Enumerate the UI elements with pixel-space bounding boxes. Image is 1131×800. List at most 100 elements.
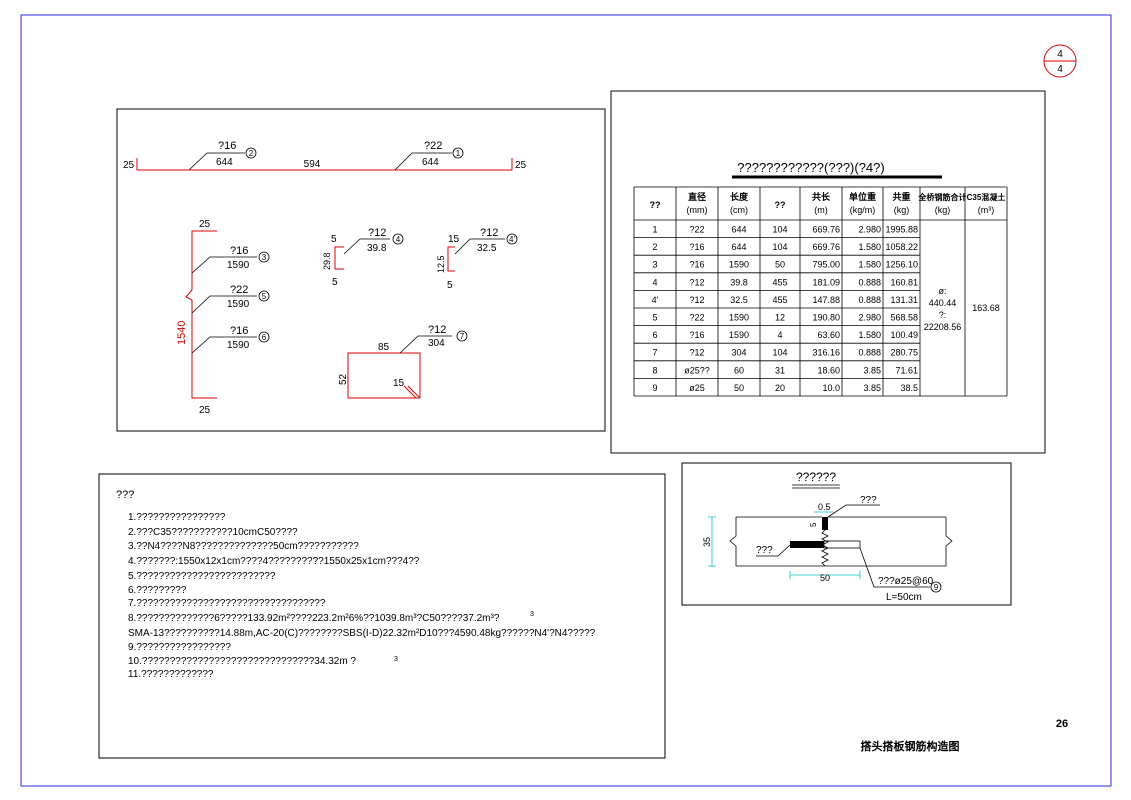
- bar-mark-number: 4: [396, 235, 401, 244]
- table-cell: 669.76: [812, 242, 840, 252]
- notes-superscript: 3: [530, 611, 534, 618]
- bar-height: 1540: [176, 321, 188, 345]
- hook-side-length: 29.8: [322, 252, 332, 270]
- table-cell: 104: [772, 242, 787, 252]
- table-cell: 0.888: [858, 295, 881, 305]
- notes-list: 1.????????????????2.???C35???????????10c…: [128, 512, 596, 680]
- table-cell: 32.5: [730, 295, 748, 305]
- bar-tag-length: 304: [428, 338, 445, 349]
- dim-width: 50: [820, 573, 830, 583]
- table-cell: 1590: [729, 260, 749, 270]
- table-cell: 10.0: [822, 383, 840, 393]
- joint-detail-panel: ?????? 35 50 0.5 5 ??? ??? ???ø25@60: [681, 462, 1012, 606]
- table-cell: 104: [772, 348, 787, 358]
- bar-tag-length: 32.5: [477, 243, 497, 254]
- bar-mark-number: 2: [249, 149, 254, 158]
- notes-item: 10.???????????????????????????????34.32m…: [128, 656, 356, 667]
- stirrup-width: 85: [378, 342, 390, 353]
- quantity-table-panel: ????????????(???)(?4?) ??直径(mm)长度(cm)??共…: [610, 90, 1046, 454]
- table-cell: 190.80: [812, 313, 840, 323]
- table-cell: 5: [652, 313, 657, 323]
- table-cell: 0.888: [858, 348, 881, 358]
- table-cell: 63.60: [817, 330, 840, 340]
- bar-tag-type: ?16: [218, 140, 236, 152]
- table-cell: 644: [731, 242, 746, 252]
- bar-mid-length: 594: [304, 159, 321, 170]
- hook-bottom-length: 5: [332, 277, 338, 288]
- bar-mark-circle: [258, 290, 270, 302]
- table-header-cell: 单位重: [849, 191, 876, 202]
- quantity-table: ??直径(mm)长度(cm)??共长(m)单位重(kg/m)共重(kg)全桥钢筋…: [633, 186, 1008, 397]
- table-cell: 455: [772, 295, 787, 305]
- notes-heading: ???: [116, 489, 134, 501]
- table-cell: ?22: [689, 225, 704, 235]
- table-total-cell: 22208.56: [924, 322, 962, 332]
- bar-mark-circle: [452, 147, 464, 159]
- table-cell: 181.09: [812, 277, 840, 287]
- bar-tag-length: 1590: [227, 299, 250, 310]
- bar-tag-type: ?22: [230, 284, 248, 296]
- table-cell: 160.81: [890, 277, 918, 287]
- rebar-hook-b: 15 12.5 5 ?12 32.5 4': [436, 227, 518, 291]
- bar-tag-length: 644: [422, 157, 439, 168]
- table-title: ????????????(???)(?4?): [737, 160, 884, 175]
- table-cell: 2.980: [858, 313, 881, 323]
- joint-plate-right: [823, 540, 861, 549]
- table-cell: 38.5: [900, 383, 918, 393]
- bar-mark-circle: [506, 233, 518, 245]
- stirrup-height: 52: [338, 373, 349, 385]
- notes-superscript: 3: [394, 656, 398, 663]
- detail-title: ??????: [796, 470, 836, 484]
- dim-depth: 35: [702, 537, 712, 547]
- hook-top-length: 15: [448, 234, 460, 245]
- bar-mark-number: 9: [934, 583, 939, 592]
- joint-filler: [822, 517, 828, 530]
- table-total-cell: 440.44: [929, 298, 957, 308]
- rebar-hook-a: 5 29.8 5 ?12 39.8 4: [322, 227, 404, 288]
- table-cell: 50: [734, 383, 744, 393]
- rebar-top-bar: 25 25 594 ?16 644 2 ?22 644 1: [123, 140, 527, 171]
- rebar-details-panel: 25 25 594 ?16 644 2 ?22 644 1 25 25 1540…: [116, 108, 606, 432]
- bar-tag-length: 39.8: [367, 243, 387, 254]
- table-cell: ?22: [689, 313, 704, 323]
- dim-gap: 0.5: [818, 502, 831, 512]
- bar-mark-number: 1: [456, 149, 461, 158]
- table-cell: 316.16: [812, 348, 840, 358]
- bar-mark-number: 4': [509, 235, 515, 244]
- notes-item: 6.?????????: [128, 585, 187, 596]
- table-cell: 1256.10: [885, 260, 918, 270]
- table-cell: 795.00: [812, 260, 840, 270]
- bar-tag-type: ?12: [368, 227, 386, 239]
- table-cell: 669.76: [812, 225, 840, 235]
- table-header-unit: (cm): [730, 205, 748, 215]
- table-header-unit: (kg/m): [850, 205, 876, 215]
- table-cell: ?12: [689, 295, 704, 305]
- table-cell: 4': [652, 295, 659, 305]
- table-header-unit: (m³): [978, 205, 995, 215]
- notes-item: 1.????????????????: [128, 512, 226, 523]
- end-length-top: 25: [199, 219, 211, 230]
- table-cell: ?16: [689, 260, 704, 270]
- table-cell: 1.580: [858, 260, 881, 270]
- bar-mark-circle: [456, 330, 468, 342]
- table-header-cell: 共长: [812, 191, 831, 202]
- table-cell: 39.8: [730, 277, 748, 287]
- label-bar: ???ø25@60: [878, 576, 934, 587]
- notes-item: SMA-13??????????14.88m,AC-20(C)????????S…: [128, 628, 596, 639]
- bar-mark-circle: [258, 331, 270, 343]
- bar-tag-type: ?16: [230, 325, 248, 337]
- table-cell: 7: [652, 348, 657, 358]
- table-cell: 455: [772, 277, 787, 287]
- table-total-cell: ø:: [939, 286, 947, 296]
- table-cell: 1058.22: [885, 242, 918, 252]
- table-cell: 131.31: [890, 295, 918, 305]
- bar-tag-length: 644: [216, 157, 233, 168]
- table-cell: 1590: [729, 330, 749, 340]
- table-total-cell: ?:: [939, 310, 947, 320]
- table-cell: 568.58: [890, 313, 918, 323]
- label-left: ???: [756, 545, 773, 556]
- bar-tag-type: ?16: [230, 245, 248, 257]
- table-cell: ?12: [689, 348, 704, 358]
- table-cell: 644: [731, 225, 746, 235]
- table-header-cell: 直径: [688, 191, 706, 202]
